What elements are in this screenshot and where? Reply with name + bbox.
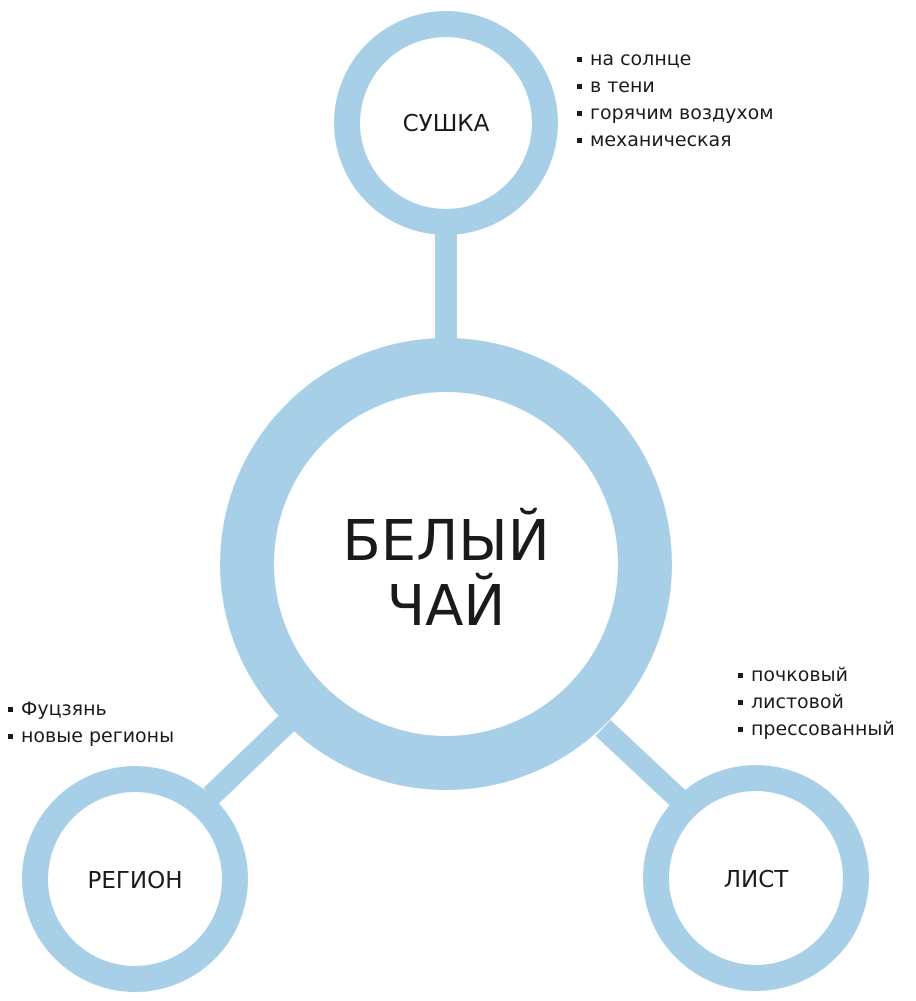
drying-circle [334, 11, 558, 235]
center-title-line2: ЧАЙ [387, 573, 506, 639]
list-item: новые регионы [8, 723, 174, 750]
drying-methods-list: на солнце в тени горячим воздухом механи… [577, 46, 774, 154]
center-circle [220, 338, 672, 790]
list-item: листовой [738, 689, 895, 716]
leaf-circle [643, 765, 869, 991]
connector-region [203, 714, 296, 804]
list-item: прессованный [738, 716, 895, 743]
list-item: Фуцзянь [8, 696, 174, 723]
list-item: в тени [577, 73, 774, 100]
center-title-line1: БЕЛЫЙ [342, 508, 549, 574]
region-circle [22, 766, 248, 992]
list-item: горячим воздухом [577, 100, 774, 127]
drying-label: СУШКА [403, 111, 490, 137]
leaf-label: ЛИСТ [724, 867, 790, 893]
connector-leaf [595, 719, 688, 809]
list-item: механическая [577, 127, 774, 154]
list-item: на солнце [577, 46, 774, 73]
region-label: РЕГИОН [87, 868, 182, 894]
leaf-types-list: почковый листовой прессованный [738, 662, 895, 743]
list-item: почковый [738, 662, 895, 689]
regions-list: Фуцзянь новые регионы [8, 696, 174, 750]
